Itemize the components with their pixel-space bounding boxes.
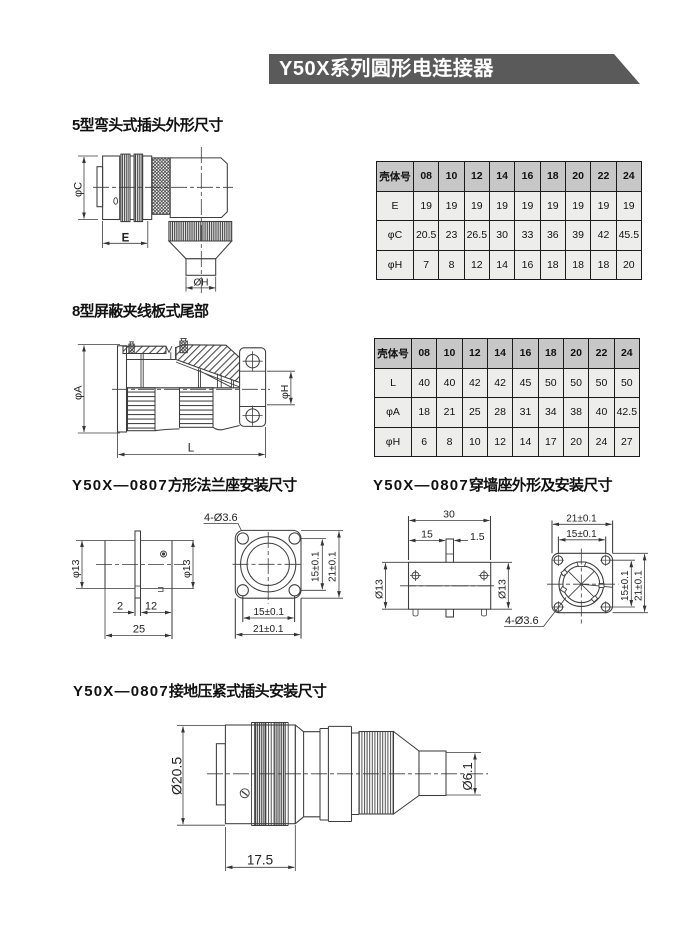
svg-text:15±0.1: 15±0.1 — [311, 551, 322, 582]
svg-text:4-Ø3.6: 4-Ø3.6 — [204, 512, 238, 524]
svg-text:2: 2 — [117, 601, 123, 613]
svg-text:φH: φH — [279, 385, 291, 399]
svg-text:φ13: φ13 — [70, 559, 82, 578]
svg-text:21±0.1: 21±0.1 — [566, 513, 597, 524]
svg-text:15±0.1: 15±0.1 — [566, 529, 597, 540]
svg-text:Ø6.1: Ø6.1 — [460, 762, 475, 790]
svg-text:1.5: 1.5 — [470, 531, 485, 543]
svg-text:15: 15 — [421, 529, 433, 541]
svg-text:21±0.1: 21±0.1 — [253, 624, 284, 635]
svg-text:φC: φC — [73, 182, 85, 197]
svg-text:15±0.1: 15±0.1 — [620, 570, 631, 601]
svg-text:ØH: ØH — [194, 277, 209, 288]
svg-text:φ13: φ13 — [181, 559, 193, 578]
svg-text:φA: φA — [73, 385, 85, 400]
svg-text:17.5: 17.5 — [247, 853, 273, 868]
svg-text:Ø13: Ø13 — [497, 579, 509, 599]
svg-text:E: E — [122, 233, 130, 245]
svg-text:30: 30 — [443, 509, 455, 521]
svg-text:12: 12 — [145, 601, 157, 613]
svg-text:15±0.1: 15±0.1 — [253, 607, 284, 618]
svg-text:4-Ø3.6: 4-Ø3.6 — [505, 615, 539, 627]
svg-text:21±0.1: 21±0.1 — [634, 570, 645, 601]
svg-text:21±0.1: 21±0.1 — [328, 551, 339, 582]
svg-text:L: L — [188, 443, 195, 455]
svg-text:Ø20.5: Ø20.5 — [169, 757, 185, 795]
svg-text:Ø13: Ø13 — [374, 579, 386, 599]
svg-text:25: 25 — [133, 624, 145, 636]
